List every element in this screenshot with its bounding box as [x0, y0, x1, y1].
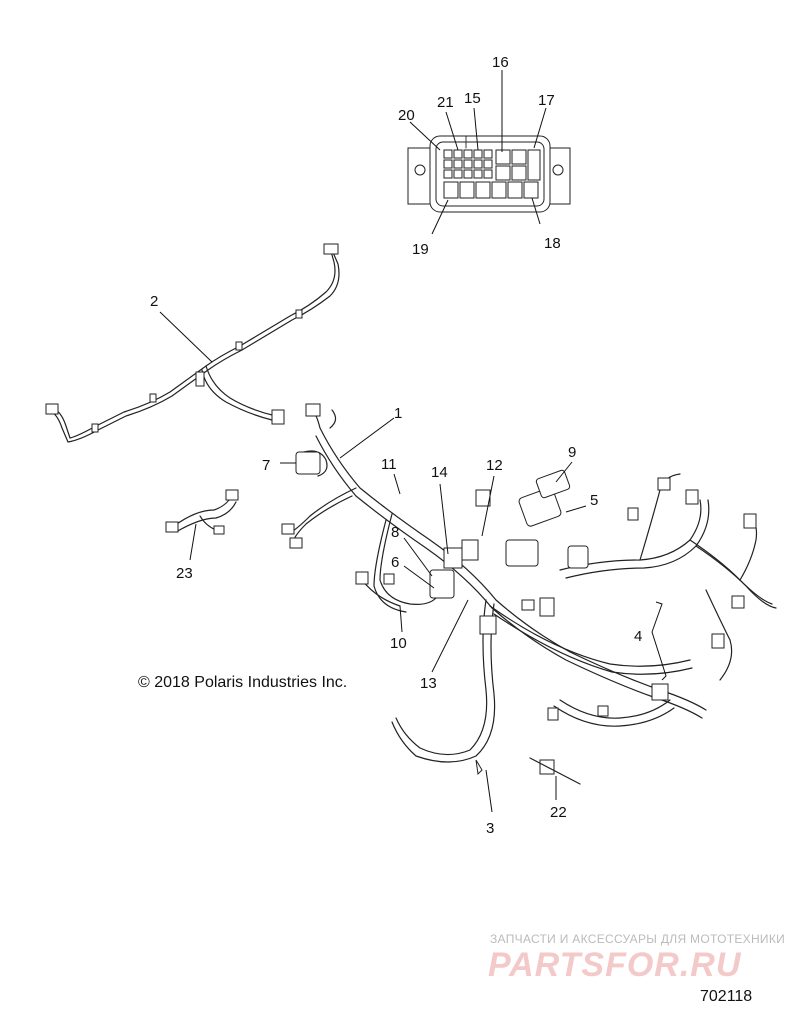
copyright-notice: © 2018 Polaris Industries Inc. — [138, 674, 348, 691]
callout-18: 18 — [544, 235, 561, 252]
callout-20: 20 — [398, 107, 415, 124]
callout-14: 14 — [431, 464, 448, 481]
callout-21: 21 — [437, 94, 454, 111]
callout-9: 9 — [568, 444, 576, 461]
callout-23: 23 — [176, 565, 193, 582]
relay-block — [443, 149, 541, 199]
leader-lines — [159, 70, 667, 813]
callout-5: 5 — [590, 492, 598, 509]
callout-7: 7 — [262, 457, 270, 474]
main-harness — [165, 403, 777, 785]
callout-10: 10 — [390, 635, 407, 652]
figure-number: 702118 — [700, 988, 753, 1005]
callout-6: 6 — [391, 554, 399, 571]
callout-19: 19 — [412, 241, 429, 258]
fuse-box — [407, 135, 571, 213]
callout-3: 3 — [486, 820, 494, 837]
callout-1: 1 — [394, 405, 402, 422]
callout-12: 12 — [486, 457, 503, 474]
fuse-grid — [443, 149, 493, 179]
callout-2: 2 — [150, 293, 158, 310]
harness-2 — [45, 243, 340, 443]
callout-22: 22 — [550, 804, 567, 821]
watermark-brand: PARTSFOR.RU — [488, 946, 742, 984]
callout-15: 15 — [464, 90, 481, 107]
callout-17: 17 — [538, 92, 555, 109]
callout-11: 11 — [381, 456, 397, 473]
callout-16: 16 — [492, 54, 509, 71]
watermark-tagline: ЗАПЧАСТИ И АКСЕССУАРЫ ДЛЯ МОТОТЕХНИКИ — [490, 932, 786, 946]
callout-8: 8 — [391, 524, 399, 541]
callout-labels: 1 2 3 4 5 6 7 8 9 10 11 12 13 14 15 16 1… — [150, 54, 642, 837]
callout-4: 4 — [634, 628, 642, 645]
callout-13: 13 — [420, 675, 437, 692]
